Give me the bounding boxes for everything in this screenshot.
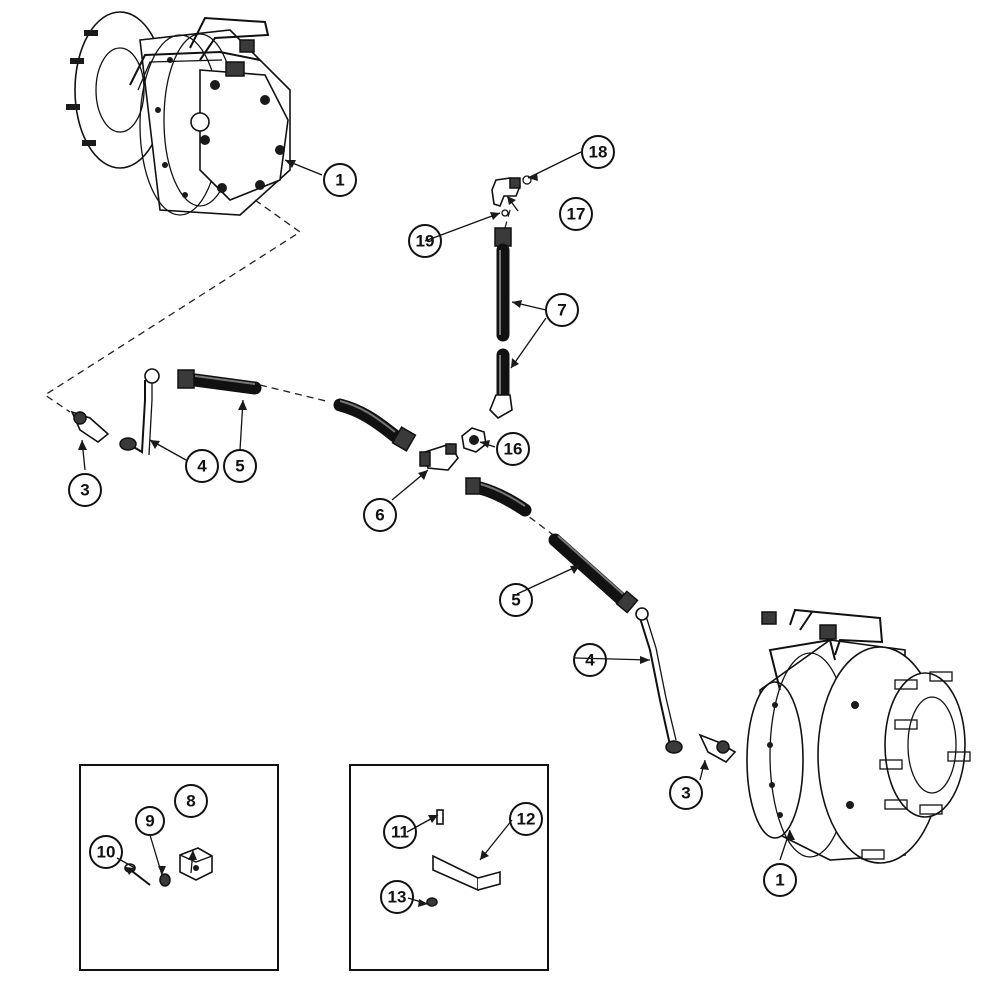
callout-18: 18	[581, 135, 615, 169]
tube-4-right	[635, 607, 683, 754]
fitting-3-left	[70, 410, 110, 443]
elbow-fitting-17	[491, 177, 521, 207]
o-ring-19	[501, 209, 509, 217]
callout-12: 12	[509, 802, 543, 836]
wheel-motor-bottom-right	[746, 608, 971, 864]
callout-1-top: 1	[323, 163, 357, 197]
svg-text:3: 3	[80, 481, 89, 500]
tee-fitting-6	[419, 443, 459, 471]
callout-7: 7	[545, 293, 579, 327]
svg-text:16: 16	[504, 440, 523, 459]
callout-3-right: 3	[669, 776, 703, 810]
callout-5-left: 5	[223, 449, 257, 483]
fitting-3-right	[698, 733, 737, 764]
wheel-motor-top-left	[66, 11, 291, 216]
callout-8: 8	[174, 784, 208, 818]
callout-3-left: 3	[68, 473, 102, 507]
svg-text:17: 17	[567, 205, 586, 224]
callout-19: 19	[408, 224, 442, 258]
svg-text:5: 5	[235, 457, 244, 476]
svg-text:8: 8	[186, 792, 195, 811]
hose-7	[489, 227, 513, 419]
svg-text:10: 10	[97, 843, 116, 862]
svg-text:3: 3	[681, 784, 690, 803]
svg-text:7: 7	[557, 301, 566, 320]
callout-6: 6	[363, 498, 397, 532]
svg-text:1: 1	[335, 171, 344, 190]
svg-text:1: 1	[775, 871, 784, 890]
nut-16	[461, 427, 487, 453]
svg-text:6: 6	[375, 506, 384, 525]
svg-text:4: 4	[585, 651, 595, 670]
callout-16: 16	[496, 432, 530, 466]
callout-9: 9	[135, 806, 165, 836]
routing-line-elbow	[504, 209, 511, 229]
callout-13: 13	[380, 880, 414, 914]
callout-1-bottom: 1	[763, 863, 797, 897]
svg-text:18: 18	[589, 143, 608, 162]
tube-4-left	[119, 368, 160, 456]
callout-4-right: 4	[573, 643, 607, 677]
callout-11: 11	[383, 815, 417, 849]
svg-text:19: 19	[416, 232, 435, 251]
hose-5-upper	[177, 369, 417, 452]
routing-line-top-left	[43, 199, 302, 413]
hose-5-lower	[465, 477, 639, 614]
routing-line-hose-upper	[259, 384, 331, 403]
callout-5-right: 5	[499, 583, 533, 617]
svg-text:9: 9	[145, 812, 154, 831]
svg-text:5: 5	[511, 591, 520, 610]
svg-text:12: 12	[517, 810, 536, 829]
leader-arrowheads	[78, 160, 795, 907]
svg-text:13: 13	[388, 888, 407, 907]
svg-text:11: 11	[391, 823, 409, 842]
callout-10: 10	[89, 835, 123, 869]
svg-text:4: 4	[197, 457, 207, 476]
inset-box-right	[349, 764, 549, 971]
o-ring-18	[522, 175, 532, 185]
callout-4-left: 4	[185, 449, 219, 483]
callout-17: 17	[559, 197, 593, 231]
